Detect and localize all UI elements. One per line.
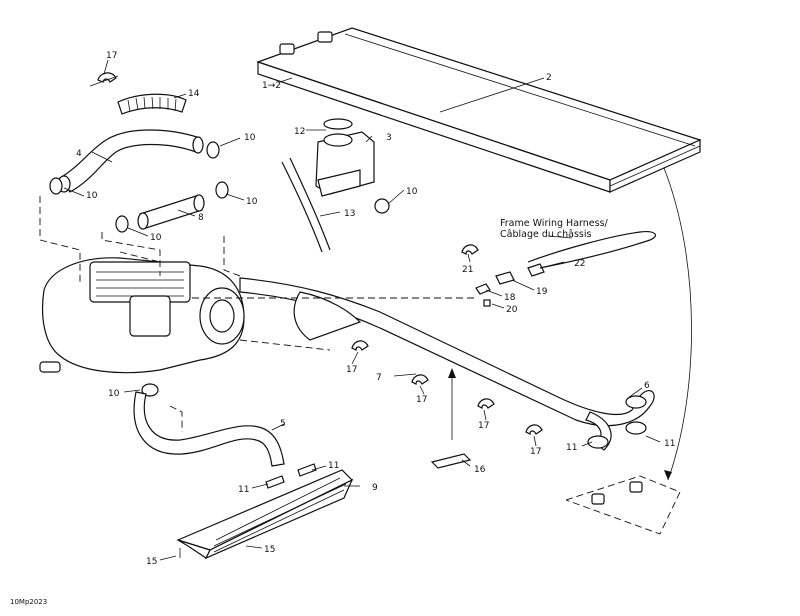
- long-hose-part-7: [239, 277, 655, 427]
- radiator-arrow: [663, 167, 692, 481]
- callout-8: 8: [198, 213, 204, 223]
- frame-section: [565, 475, 681, 535]
- callout-10-b: 10: [86, 191, 98, 201]
- callout-11-a: 11: [238, 485, 249, 495]
- overflow-hose-part-13: [281, 161, 323, 253]
- coolant-reservoir-part-3: [315, 118, 375, 197]
- diagram-code: 10Mp2023: [10, 598, 47, 606]
- callout-2: 2: [546, 73, 552, 83]
- clamps-part-10: [49, 141, 390, 397]
- clamp-part-17-top: [89, 72, 119, 87]
- upper-hose-part-4: [57, 129, 204, 193]
- callout-12: 12: [294, 127, 305, 137]
- assembly-guide-lines: [39, 196, 476, 432]
- callout-6: 6: [644, 381, 650, 391]
- callout-17-b: 17: [346, 365, 357, 375]
- callout-17-e: 17: [530, 447, 541, 457]
- radiator-part-2: [256, 27, 702, 193]
- callout-17-a: 17: [106, 51, 117, 61]
- overflow-hose-part-13-edge: [289, 157, 331, 251]
- callout-20: 20: [506, 305, 518, 315]
- lower-hose-part-5: [133, 391, 285, 467]
- callout-11-c: 11: [566, 443, 577, 453]
- radiator-arrow-head: [664, 470, 672, 480]
- callout-7: 7: [376, 373, 382, 383]
- clamps-part-11: [265, 421, 647, 489]
- corrugated-hose-part-14: [117, 93, 187, 115]
- callout-14: 14: [188, 89, 200, 99]
- block-part-16: [430, 453, 472, 469]
- engine-block: [39, 257, 245, 374]
- heat-exchanger-part-9: [176, 469, 354, 560]
- leader-lines: [63, 59, 661, 561]
- callout-17-d: 17: [478, 421, 489, 431]
- callout-15-a: 15: [146, 557, 157, 567]
- straight-hose-part-8: [137, 194, 205, 230]
- callout-3: 3: [386, 133, 392, 143]
- callout-11-d: 11: [664, 439, 675, 449]
- callout-10-e: 10: [406, 187, 418, 197]
- callout-10-f: 10: [108, 389, 120, 399]
- callout-1-to-2: 1→2: [262, 81, 281, 91]
- harness-label-en: Frame Wiring Harness/: [500, 218, 609, 229]
- sensor-parts: [475, 231, 657, 307]
- callout-10-c: 10: [246, 197, 258, 207]
- callout-18: 18: [504, 293, 516, 303]
- callout-17-c: 17: [416, 395, 427, 405]
- callout-5: 5: [280, 419, 286, 429]
- callout-15-b: 15: [264, 545, 275, 555]
- callout-4: 4: [76, 149, 82, 159]
- callout-10-d: 10: [150, 233, 162, 243]
- callout-16: 16: [474, 465, 486, 475]
- callout-10-a: 10: [244, 133, 256, 143]
- clamps-part-17: [351, 244, 543, 435]
- block-arrow-head: [448, 368, 456, 378]
- callout-21: 21: [462, 265, 473, 275]
- callout-13: 13: [344, 209, 355, 219]
- callout-9: 9: [372, 483, 378, 493]
- callout-22: 22: [574, 259, 585, 269]
- callout-19: 19: [536, 287, 548, 297]
- callout-labels: 1→2 2 3 4 5 6 7 8 9 10 10 10 10 10 10 11…: [10, 51, 675, 606]
- harness-label-fr: Câblage du châssis: [500, 229, 592, 240]
- callout-11-b: 11: [328, 461, 339, 471]
